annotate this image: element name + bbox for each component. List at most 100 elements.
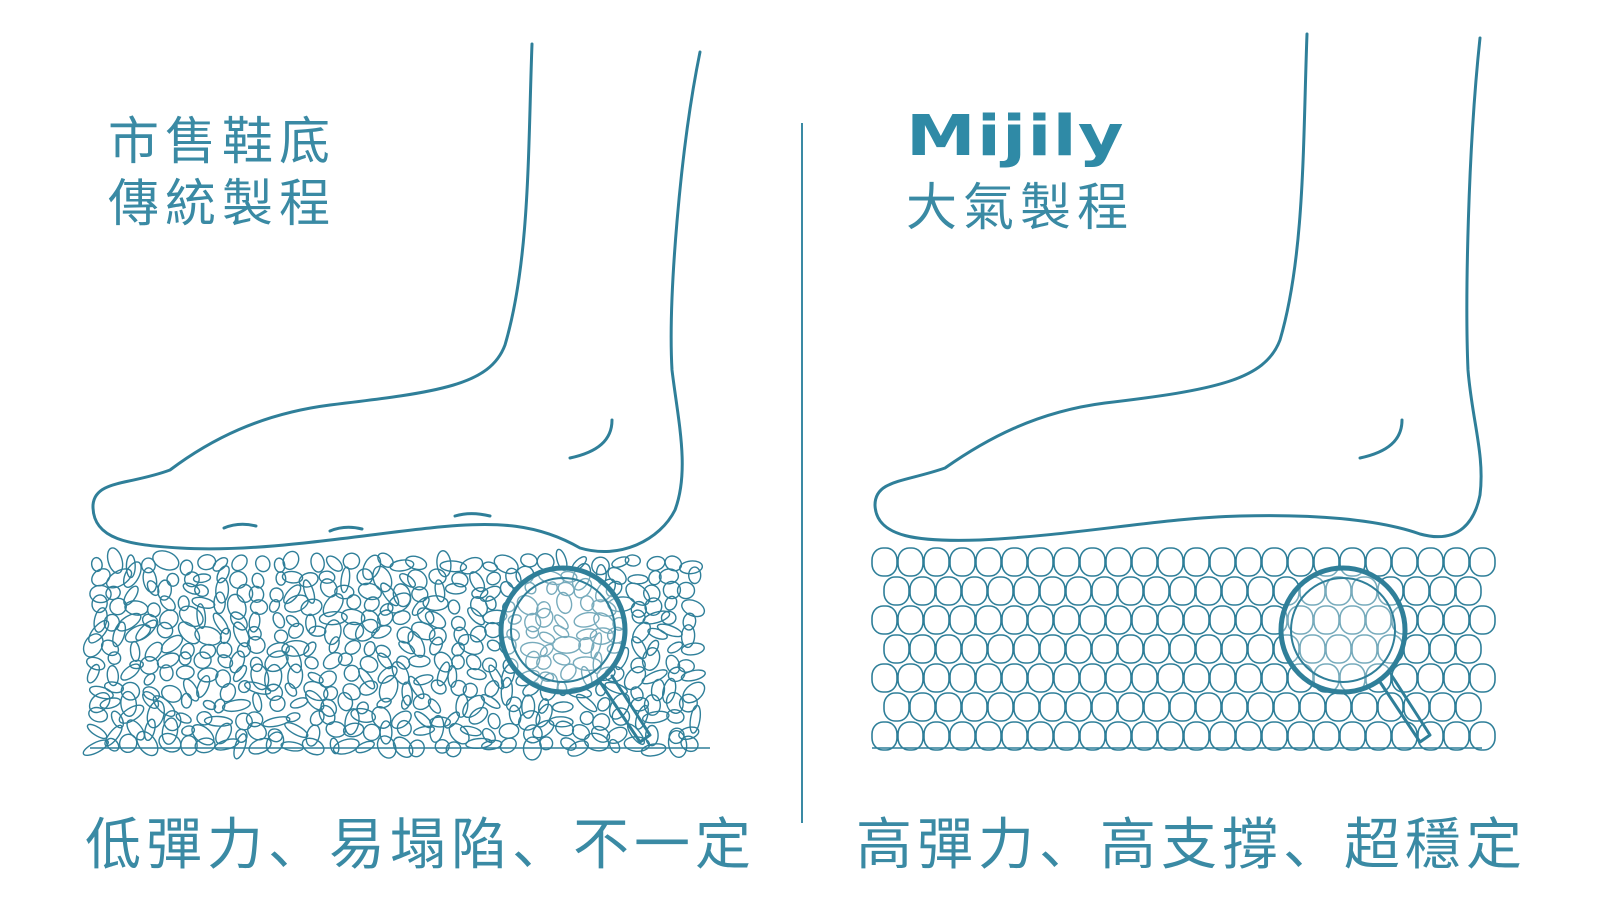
granule [630,686,644,702]
granule [196,603,207,630]
granule [302,579,316,604]
granule [182,582,201,595]
granule [273,629,289,644]
granule [407,630,426,658]
granule [611,707,631,726]
granule [390,710,412,730]
foam-cell [949,547,976,577]
granule [202,699,217,711]
foam-cell [1261,605,1288,635]
granule [266,642,290,658]
granule [408,739,425,758]
foam-cell [1247,634,1274,664]
foam-cell [1053,663,1080,693]
granule [641,669,668,685]
granule [376,735,397,759]
granule [434,579,446,603]
foam-cell [923,605,950,635]
granule [192,573,212,584]
granule [680,642,705,656]
granule [444,711,461,729]
foam-cell [949,663,976,693]
granule [451,571,469,588]
granule [546,581,558,595]
granule [304,656,319,670]
granule [89,584,112,604]
granule [468,706,489,725]
foam-cell [1455,634,1482,664]
granule [236,642,252,658]
granule [91,568,111,587]
foam-cell [1247,692,1274,722]
granule [250,663,270,691]
granule [521,694,536,719]
foam-cell [1417,605,1444,635]
granule [217,654,234,669]
granule [667,666,686,683]
granule [444,582,467,595]
granule [363,640,376,657]
granule [120,681,141,701]
granule [129,640,141,662]
granule [592,651,603,675]
granule [146,700,166,729]
granule [400,694,412,710]
foam-cell [1287,663,1314,693]
granule [305,724,321,747]
foam-cell [909,634,936,664]
foam-cell [1261,663,1288,693]
foam-cell [961,692,988,722]
foam-cell [975,547,1002,577]
granule [378,674,399,703]
granule [627,574,649,585]
granule [221,698,251,713]
granule [248,737,272,755]
granule [332,738,360,755]
foam-cell [1013,692,1040,722]
granule [689,704,702,734]
granule [508,704,522,726]
foam-cell [1221,576,1248,606]
granule [429,636,444,656]
foam-cell [909,692,936,722]
foam-cell [1117,576,1144,606]
foam-cell [1429,576,1456,606]
granule [556,591,573,615]
foam-cell [1365,721,1392,751]
foam-cell [1169,576,1196,606]
granule [247,625,262,641]
granule [648,569,662,586]
foam-cell [897,721,924,751]
granule [213,698,226,714]
granule [396,719,412,737]
granule [589,627,615,645]
granule [159,595,176,612]
granule [158,609,179,630]
foam-cell [1195,692,1222,722]
foam-cell [1143,692,1170,722]
granule [232,664,248,683]
granule [269,695,286,712]
granule-texture [82,547,706,761]
granule [356,701,370,715]
foam-cell [1027,605,1054,635]
granule [583,732,610,752]
granule [578,636,595,655]
granule [486,571,502,586]
foam-cell [1131,663,1158,693]
foam-cell [1299,692,1326,722]
granule [553,614,569,630]
granule [467,607,485,626]
granule [462,682,478,699]
foam-cell [1299,634,1326,664]
granule [177,621,201,645]
granule [216,641,233,659]
foam-cell [1065,576,1092,606]
foam-cell [1377,692,1404,722]
cell-texture [871,547,1496,751]
foam-cell [923,547,950,577]
brand-logo: Mijily [906,104,1125,169]
granule [567,740,589,757]
foam-cell [1091,692,1118,722]
granule [143,673,156,686]
